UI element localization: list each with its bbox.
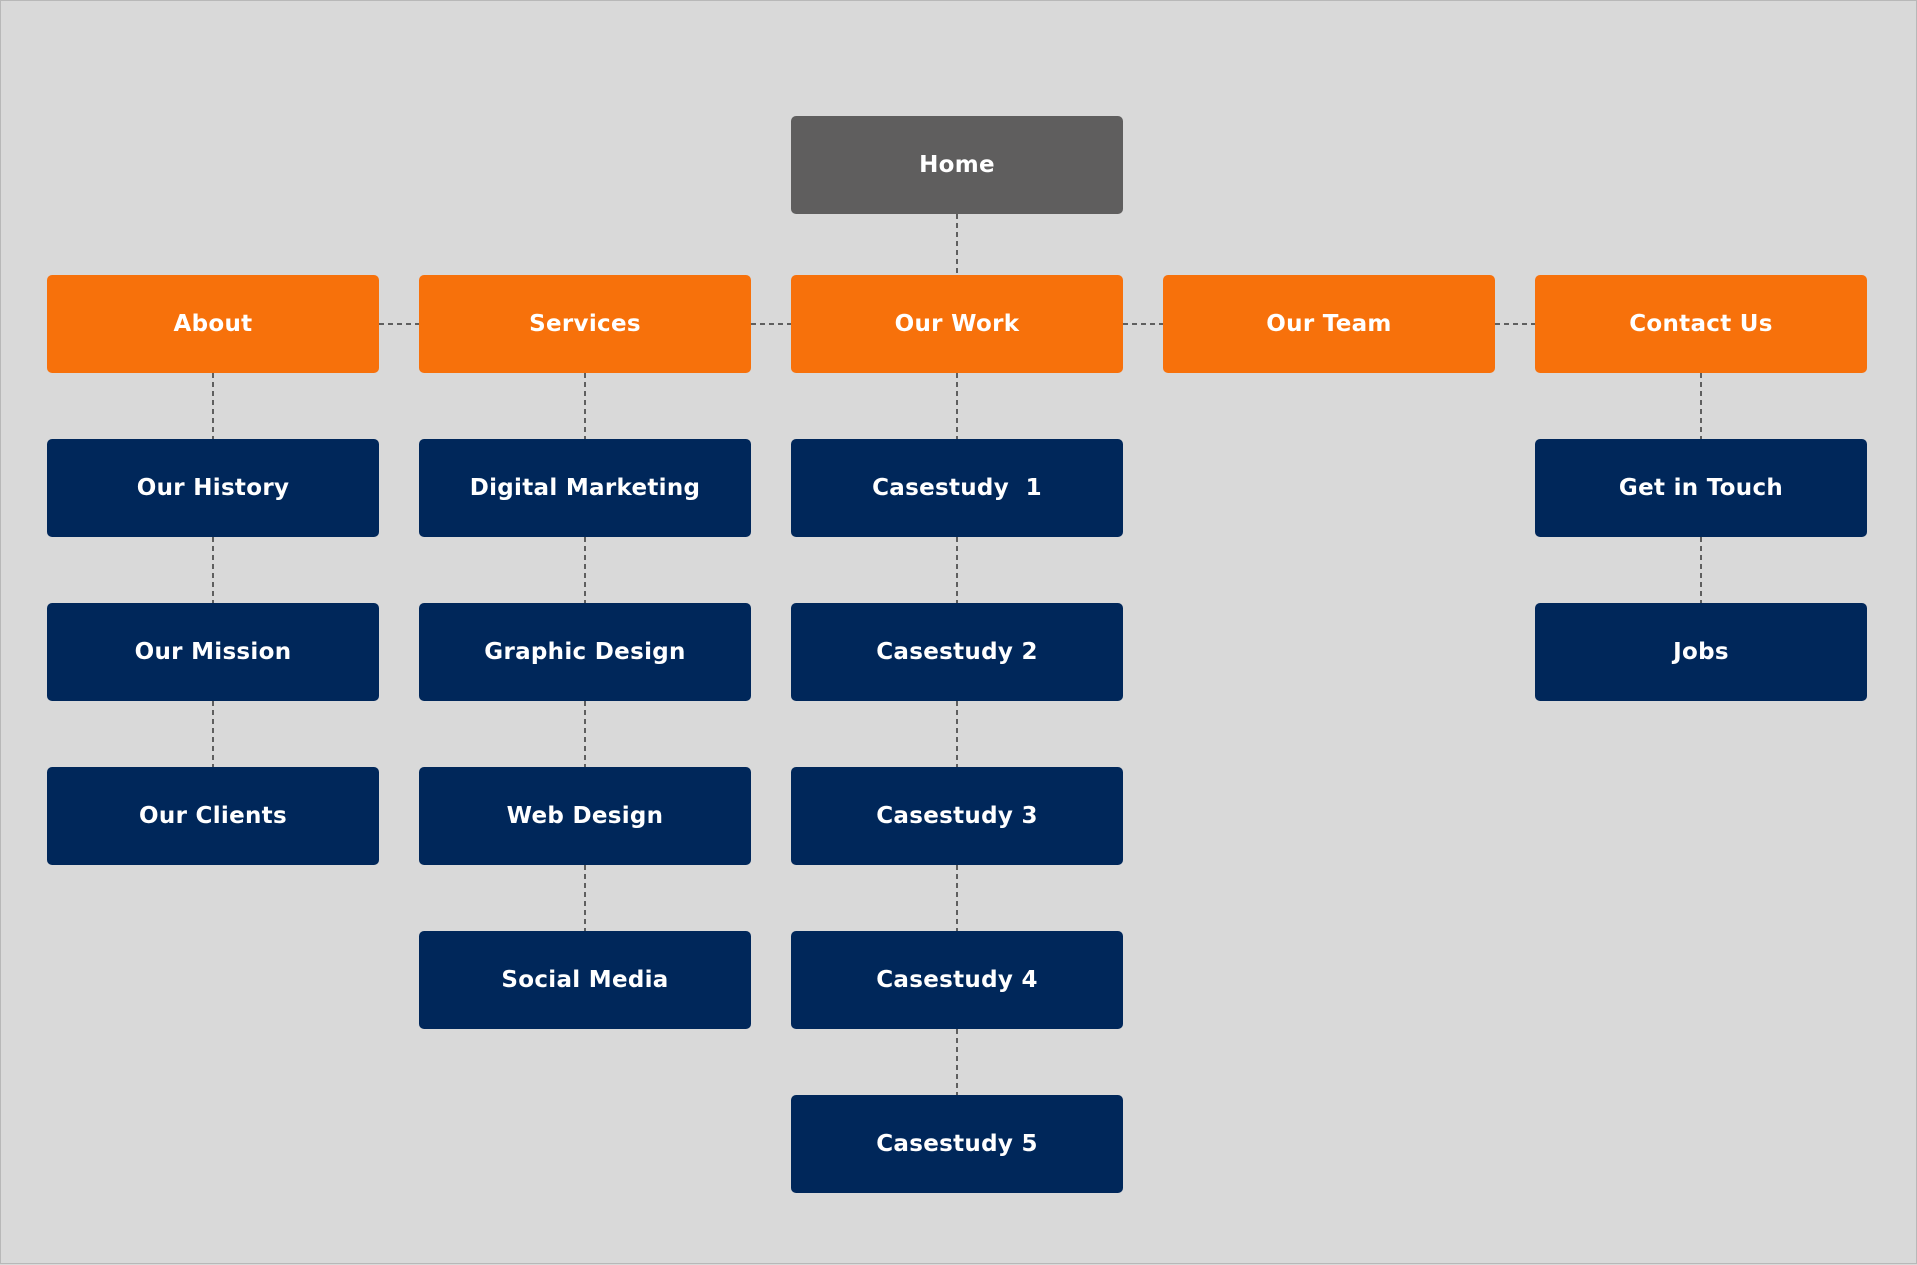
node-our-work[interactable]: Our Work xyxy=(791,275,1123,373)
node-label: Our Clients xyxy=(139,803,287,829)
node-jobs[interactable]: Jobs xyxy=(1535,603,1867,701)
node-label: Our History xyxy=(136,475,290,501)
node-web-design[interactable]: Web Design xyxy=(419,767,751,865)
node-label: About xyxy=(173,311,253,337)
node-label: Casestudy 3 xyxy=(876,803,1038,829)
node-casestudy-4[interactable]: Casestudy 4 xyxy=(791,931,1123,1029)
node-label: Home xyxy=(919,152,995,178)
node-casestudy-5[interactable]: Casestudy 5 xyxy=(791,1095,1123,1193)
node-label: Social Media xyxy=(501,967,669,993)
node-casestudy-1[interactable]: Casestudy 1 xyxy=(791,439,1123,537)
node-label: Jobs xyxy=(1673,639,1729,665)
node-label: Graphic Design xyxy=(484,639,686,665)
node-label: Our Mission xyxy=(134,639,292,665)
node-label: Casestudy 4 xyxy=(876,967,1038,993)
node-about[interactable]: About xyxy=(47,275,379,373)
node-label: Casestudy 5 xyxy=(876,1131,1038,1157)
node-label: Services xyxy=(529,311,641,337)
node-our-clients[interactable]: Our Clients xyxy=(47,767,379,865)
node-digital-marketing[interactable]: Digital Marketing xyxy=(419,439,751,537)
node-services[interactable]: Services xyxy=(419,275,751,373)
node-our-team[interactable]: Our Team xyxy=(1163,275,1495,373)
node-social-media[interactable]: Social Media xyxy=(419,931,751,1029)
node-casestudy-3[interactable]: Casestudy 3 xyxy=(791,767,1123,865)
node-label: Get in Touch xyxy=(1618,475,1784,501)
node-label: Our Work xyxy=(894,311,1020,337)
node-our-mission[interactable]: Our Mission xyxy=(47,603,379,701)
node-our-history[interactable]: Our History xyxy=(47,439,379,537)
node-label: Casestudy 1 xyxy=(872,475,1042,501)
node-home[interactable]: Home xyxy=(791,116,1123,214)
node-label: Web Design xyxy=(506,803,664,829)
node-label: Our Team xyxy=(1266,311,1392,337)
node-label: Digital Marketing xyxy=(469,475,701,501)
node-casestudy-2[interactable]: Casestudy 2 xyxy=(791,603,1123,701)
node-label: Casestudy 2 xyxy=(876,639,1038,665)
node-graphic-design[interactable]: Graphic Design xyxy=(419,603,751,701)
node-get-in-touch[interactable]: Get in Touch xyxy=(1535,439,1867,537)
node-contact-us[interactable]: Contact Us xyxy=(1535,275,1867,373)
node-label: Contact Us xyxy=(1629,311,1773,337)
